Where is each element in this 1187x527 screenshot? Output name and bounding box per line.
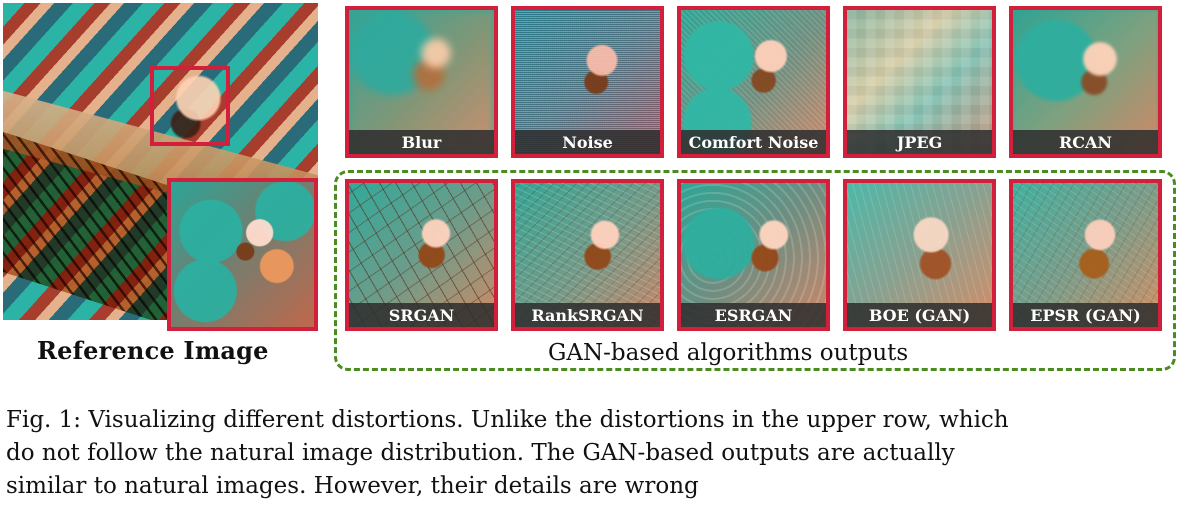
gan-tile-ranksrgan: RankSRGAN: [511, 179, 664, 331]
distortion-tile-noise: Noise: [511, 6, 664, 158]
distortion-tile-blur: Blur: [345, 6, 498, 158]
gan-tile-epsr: EPSR (GAN): [1009, 179, 1162, 331]
distortion-tile-comfort-noise: Comfort Noise: [677, 6, 830, 158]
tile-label: ESRGAN: [681, 303, 826, 327]
tile-label: SRGAN: [349, 303, 494, 327]
caption-line: do not follow the natural image distribu…: [6, 440, 955, 467]
distortion-tile-jpeg: JPEG: [843, 6, 996, 158]
tile-label: RCAN: [1013, 130, 1158, 154]
tile-label: RankSRGAN: [515, 303, 660, 327]
caption-line: Fig. 1: Visualizing different distortion…: [6, 407, 1009, 433]
distortion-tile-rcan: RCAN: [1009, 6, 1162, 158]
gan-group-label: GAN-based algorithms outputs: [548, 340, 909, 366]
tile-label: JPEG: [847, 130, 992, 154]
gan-output-row: SRGAN RankSRGAN ESRGAN BOE (GAN) EPSR (G…: [345, 179, 1162, 331]
tile-label: BOE (GAN): [847, 303, 992, 327]
reference-image-label: Reference Image: [37, 336, 269, 365]
tile-label: EPSR (GAN): [1013, 303, 1158, 327]
gan-tile-esrgan: ESRGAN: [677, 179, 830, 331]
reference-crop-box: [150, 66, 230, 146]
caption-line: similar to natural images. However, thei…: [6, 473, 699, 500]
distortion-row: Blur Noise Comfort Noise JPEG RCAN: [345, 6, 1162, 158]
gan-tile-srgan: SRGAN: [345, 179, 498, 331]
figure-caption: Fig. 1: Visualizing different distortion…: [6, 404, 1180, 503]
tile-label: Blur: [349, 130, 494, 154]
figure: Reference Image Blur Noise Comfort Noise…: [0, 0, 1187, 390]
tile-label: Comfort Noise: [681, 130, 826, 154]
gan-tile-boe: BOE (GAN): [843, 179, 996, 331]
reference-crop-zoom: [167, 178, 318, 331]
tile-label: Noise: [515, 130, 660, 154]
